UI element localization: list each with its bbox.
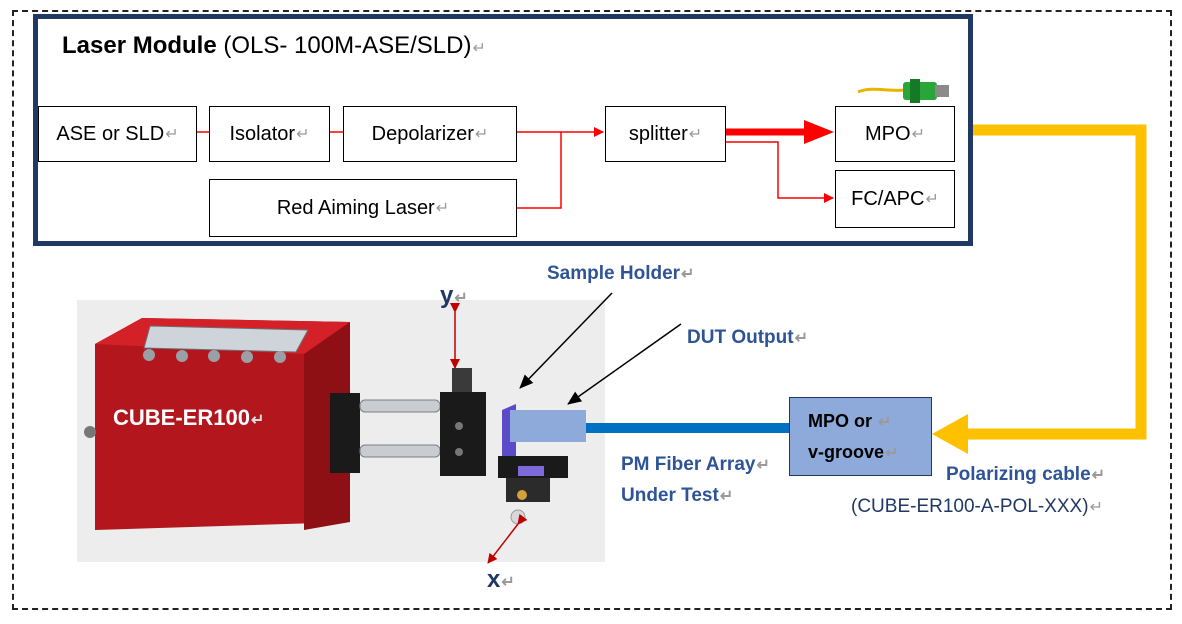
polarizing-cable-label: Polarizing cable↵ — [946, 464, 1106, 485]
polarizing-cable-line — [968, 124, 1147, 440]
splitter-box: splitter↵ — [605, 106, 726, 162]
isolator-box: Isolator↵ — [209, 106, 330, 162]
sample-holder-label: Sample Holder↵ — [547, 263, 695, 284]
mpo-vgroove-line2: v-groove↵ — [808, 442, 899, 462]
dut-output-label: DUT Output↵ — [687, 327, 808, 348]
x-axis-arrow — [487, 513, 528, 564]
translation-stage — [330, 368, 486, 476]
cube-er100-label: CUBE-ER100↵ — [113, 405, 265, 430]
y-axis-label: y↵ — [440, 282, 468, 309]
ase-sld-box: ASE or SLD↵ — [38, 106, 197, 162]
mpo-vgroove-box — [789, 397, 932, 476]
red-aiming-laser-box: Red Aiming Laser↵ — [209, 179, 517, 237]
cube-er100-device — [84, 318, 350, 530]
fcapc-box: FC/APC↵ — [835, 170, 955, 228]
polarizing-cable-arrowhead — [932, 414, 968, 454]
mpo-vgroove-line1: MPO or ↵ — [808, 411, 892, 431]
splitter-fcapc-arrow — [726, 141, 834, 203]
dut-output-pointer — [567, 323, 682, 405]
depolarizer-box: Depolarizer↵ — [343, 106, 517, 162]
red-laser-merge-line — [517, 132, 562, 209]
pm-fiber-label-line1: PM Fiber Array↵ — [621, 454, 770, 475]
sample-holder-assembly — [498, 404, 586, 525]
x-axis-label: x↵ — [487, 566, 515, 593]
pm-fiber-label-line2: Under Test↵ — [621, 485, 734, 506]
system-boundary — [12, 10, 1172, 610]
polarizing-cable-part-number: (CUBE-ER100-A-POL-XXX)↵ — [851, 496, 1103, 517]
splitter-mpo-arrowhead — [804, 120, 834, 144]
sample-holder-pointer — [519, 292, 613, 389]
mpo-box: MPO↵ — [835, 106, 955, 162]
mpo-connector-icon — [857, 79, 949, 103]
laser-module-title: Laser Module (OLS- 100M-ASE/SLD)↵ — [62, 32, 486, 59]
